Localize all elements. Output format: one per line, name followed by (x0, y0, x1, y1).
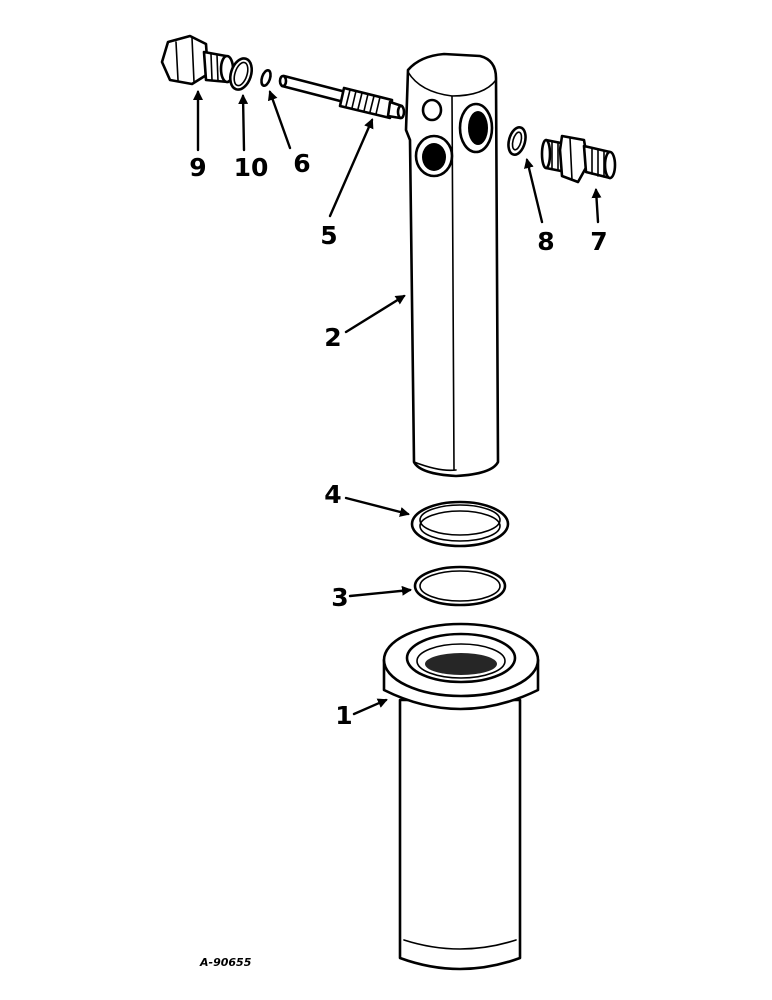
leader-1 (352, 698, 388, 716)
callout-10: 10 (234, 153, 269, 182)
callout-5: 5 (320, 221, 337, 250)
leader-10 (238, 94, 249, 152)
leader-5 (328, 118, 374, 218)
callout-6: 6 (293, 149, 310, 178)
part-2-valve-body (404, 52, 500, 478)
leader-8 (524, 158, 544, 224)
part-10-o-ring (228, 57, 254, 91)
part-8-o-ring (507, 126, 527, 156)
part-7-connector (540, 134, 617, 184)
callout-4: 4 (324, 480, 341, 509)
figure-id: A-90655 (199, 956, 252, 969)
part-1-sleeve (382, 622, 540, 971)
leader-3 (348, 585, 412, 598)
part-3-o-ring (413, 565, 507, 607)
part-4-seal-ring (410, 500, 510, 548)
callout-labels: 9 10 6 5 8 7 2 4 3 1 (189, 149, 607, 730)
leader-2 (344, 294, 406, 334)
callout-8: 8 (537, 227, 554, 256)
part-5-valve-stem (278, 74, 406, 120)
leader-4 (344, 496, 410, 517)
leader-7 (591, 188, 602, 224)
part-9-plug (160, 34, 235, 86)
part-6-small-o-ring (260, 68, 272, 88)
leader-6 (267, 90, 292, 150)
callout-9: 9 (189, 153, 206, 182)
callout-7: 7 (590, 227, 607, 256)
callout-2: 2 (324, 323, 341, 352)
leader-arrows (193, 90, 602, 716)
callout-1: 1 (335, 701, 352, 730)
callout-3: 3 (331, 583, 348, 612)
